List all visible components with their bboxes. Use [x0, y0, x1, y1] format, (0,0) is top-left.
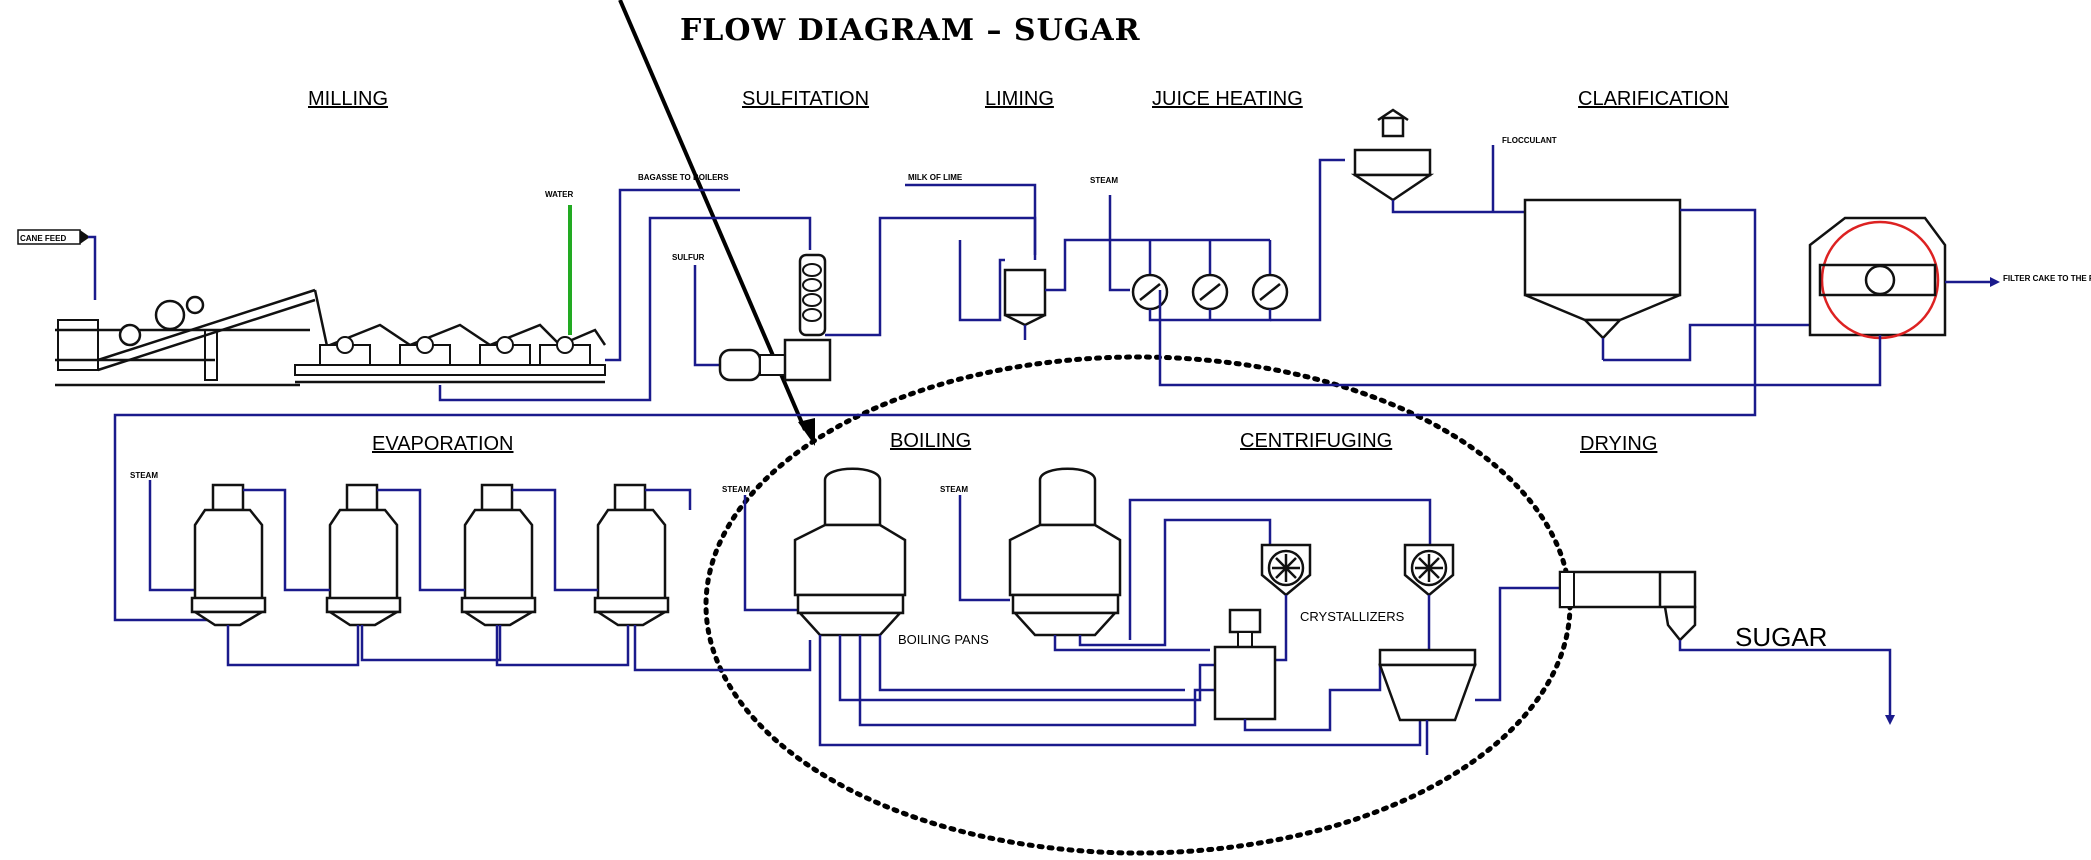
label-sugar: SUGAR: [1735, 622, 1827, 652]
label-steam-evap: STEAM: [130, 471, 158, 480]
bagasse-line: [605, 188, 740, 362]
cane-conveyor: [55, 288, 316, 387]
section-liming: LIMING: [985, 88, 1054, 110]
liming-tank: [905, 183, 1090, 340]
section-centrifuging: CENTRIFUGING: [1240, 430, 1392, 452]
centrifuges: [1213, 586, 1560, 755]
crystallizers: [1260, 543, 1455, 662]
sulfur-burner: [693, 265, 832, 382]
label-steam-boil2: STEAM: [940, 485, 968, 494]
label-steam-boil1: STEAM: [722, 485, 750, 494]
label-crystallizers: CRYSTALLIZERS: [1300, 609, 1405, 624]
sugar-dryer: [1558, 570, 1895, 725]
cane-feed-arrow: [17, 229, 97, 300]
section-sulfitation: SULFITATION: [742, 88, 869, 110]
label-water: WATER: [545, 190, 574, 199]
section-boiling: BOILING: [890, 430, 971, 452]
label-sulfur: SULFUR: [672, 253, 705, 262]
evaporators: [148, 480, 812, 672]
label-flocculant: FLOCCULANT: [1502, 136, 1557, 145]
section-juice-heating: JUICE HEATING: [1152, 88, 1303, 110]
label-cane-feed: CANE FEED: [20, 234, 66, 243]
section-drying: DRYING: [1580, 433, 1657, 455]
section-clarification: CLARIFICATION: [1578, 88, 1729, 110]
label-steam-heating: STEAM: [1090, 176, 1118, 185]
label-boiling-pans: BOILING PANS: [898, 632, 989, 647]
clear-juice-return: [113, 250, 1757, 622]
diagram-title: FLOW DIAGRAM – SUGAR: [680, 13, 1141, 48]
section-milling: MILLING: [308, 88, 388, 110]
mill-train: [294, 289, 607, 384]
boiling-pans: [743, 467, 1432, 747]
label-bagasse: BAGASSE TO BOILERS: [638, 173, 729, 182]
label-filter-cake: FILTER CAKE TO THE FIELD: [2003, 274, 2091, 283]
juice-heaters: [1090, 158, 1345, 322]
mixed-juice-line: [438, 216, 812, 402]
flash-tank: [1350, 108, 1525, 214]
rotary-filter: [1158, 216, 2000, 387]
clarifier: [1491, 145, 1810, 362]
section-evaporation: EVAPORATION: [372, 433, 514, 455]
label-milk-of-lime: MILK OF LIME: [908, 173, 963, 182]
